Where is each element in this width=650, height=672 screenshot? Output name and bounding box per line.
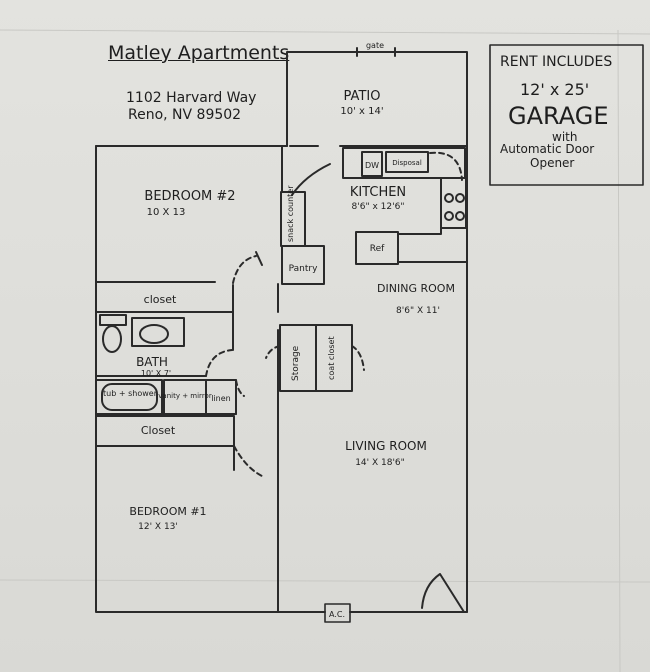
kitchen-name: KITCHEN xyxy=(350,185,406,200)
burner xyxy=(444,211,454,221)
tub-basin xyxy=(101,383,158,411)
dishwasher-label: DW xyxy=(365,161,379,170)
tub-label: tub + shower xyxy=(103,389,158,398)
bedroom1-name: BEDROOM #1 xyxy=(129,505,206,518)
gate-label: gate xyxy=(366,41,384,50)
upper-closet-label: closet xyxy=(144,293,177,306)
living-name: LIVING ROOM xyxy=(345,439,427,453)
disposal-sink xyxy=(385,151,429,173)
ac-unit xyxy=(324,603,351,623)
outer-wall-west xyxy=(95,145,306,613)
rent-box xyxy=(489,44,644,186)
linen-label: linen xyxy=(211,394,231,403)
stove-counter xyxy=(440,177,467,229)
patio-size: 10' x 14' xyxy=(340,106,383,117)
patio-name: PATIO xyxy=(344,89,381,104)
door-swing xyxy=(205,349,233,377)
front-door-swing xyxy=(421,573,465,613)
dining-name: DINING ROOM xyxy=(377,282,455,295)
bath-sink xyxy=(131,317,185,347)
grid-line xyxy=(0,29,650,35)
dishwasher xyxy=(361,151,383,177)
door-swing xyxy=(235,379,245,397)
snack-counter-label: snack counter xyxy=(286,185,295,242)
rent-includes-label: RENT INCLUDES xyxy=(500,54,613,70)
burner xyxy=(455,193,465,203)
ref-label: Ref xyxy=(370,244,385,254)
coat-closet-label: coat closet xyxy=(327,336,336,380)
garage-label: GARAGE xyxy=(508,102,609,130)
garage-with: with xyxy=(552,130,578,144)
bedroom2-size: 10 X 13 xyxy=(147,207,186,218)
kitchen-counter-top xyxy=(342,147,466,179)
vanity-label: vanity + mirror xyxy=(158,392,212,400)
door-swing xyxy=(291,163,331,196)
address-line2: Reno, NV 89502 xyxy=(128,107,242,123)
door-swing xyxy=(429,151,463,181)
pantry xyxy=(281,245,325,285)
burner xyxy=(455,211,465,221)
toilet-tank xyxy=(99,314,127,326)
garage-size: 12' x 25' xyxy=(520,80,590,99)
bath-name: BATH xyxy=(136,355,168,369)
living-size: 14' X 18'6" xyxy=(355,458,405,468)
kitchen-counter-lower xyxy=(397,227,467,235)
disposal-label: Disposal xyxy=(392,159,422,167)
bath-size: 10' X 7' xyxy=(141,369,171,378)
refrigerator xyxy=(355,231,399,265)
door-swing xyxy=(255,251,263,266)
grid-line xyxy=(617,29,621,672)
burner xyxy=(444,193,454,203)
ac-label: A.C. xyxy=(329,610,345,619)
garage-door-line: Automatic Door xyxy=(500,142,595,156)
pantry-label: Pantry xyxy=(289,264,318,274)
toilet-icon xyxy=(102,325,122,353)
apartment-title: Matley Apartments xyxy=(108,42,290,64)
storage-label: Storage xyxy=(291,345,301,381)
bedroom1-closet xyxy=(95,415,235,447)
address-line1: 1102 Harvard Way xyxy=(126,90,257,106)
door-swing xyxy=(233,445,263,477)
lower-closet-label: Closet xyxy=(141,424,176,437)
coat-closet xyxy=(315,324,353,392)
kitchen-size: 8'6" x 12'6" xyxy=(352,202,405,212)
outer-wall-east xyxy=(286,51,468,613)
garage-opener-line: Opener xyxy=(530,156,575,170)
bedroom2-name: BEDROOM #2 xyxy=(144,189,235,204)
sink-basin xyxy=(139,324,169,344)
bedroom1-size: 12' X 13' xyxy=(138,522,178,532)
door-swing xyxy=(351,345,365,371)
grid-line xyxy=(0,579,650,583)
dining-size: 8'6" X 11' xyxy=(396,306,440,316)
door-swing xyxy=(232,255,257,284)
door-swing xyxy=(265,345,281,359)
